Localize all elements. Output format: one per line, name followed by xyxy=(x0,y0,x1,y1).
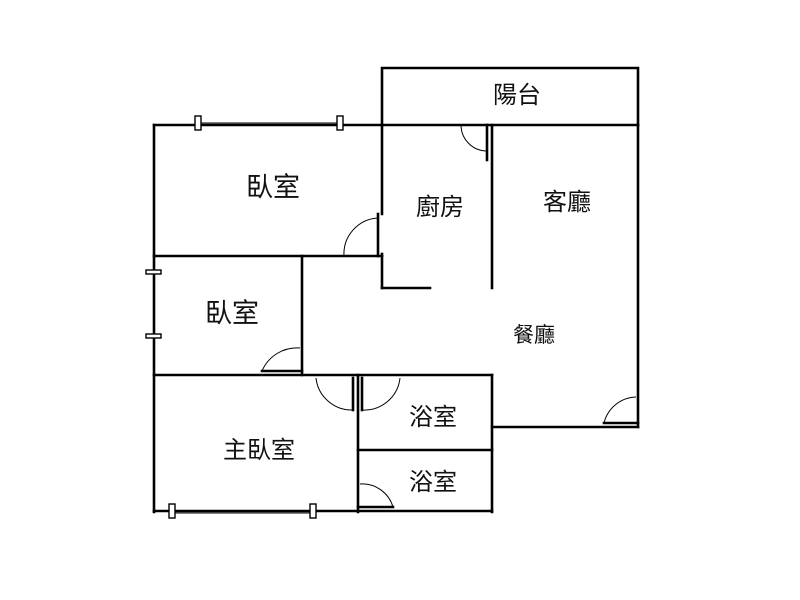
window-marker xyxy=(145,333,162,339)
door-bedroom-2 xyxy=(260,347,304,373)
window-marker xyxy=(336,115,344,131)
room-label-balcony: 陽台 xyxy=(493,81,541,109)
room-label-bedroom-2: 臥室 xyxy=(205,299,259,330)
room-label-dining-room: 餐廳 xyxy=(513,323,555,347)
window-marker xyxy=(309,503,317,519)
room-label-bathroom-2: 浴室 xyxy=(409,468,457,496)
door-bathroom-1 xyxy=(360,376,401,412)
room-label-kitchen: 廚房 xyxy=(416,193,464,221)
doors xyxy=(260,123,640,509)
room-label-living-room: 客廳 xyxy=(543,188,591,216)
door-master-bedroom xyxy=(315,376,355,412)
door-bathroom-2 xyxy=(356,483,395,509)
balcony-walls xyxy=(380,66,640,127)
windows xyxy=(145,115,344,519)
window-marker xyxy=(145,269,162,275)
door-entrance xyxy=(602,396,640,425)
door-kitchen xyxy=(460,123,489,162)
window-marker xyxy=(168,503,176,519)
exterior-walls xyxy=(152,123,640,514)
room-label-bathroom-1: 浴室 xyxy=(409,403,457,431)
door-bedroom-1 xyxy=(343,212,380,258)
room-label-master-bedroom: 主臥室 xyxy=(223,436,295,464)
window-marker xyxy=(194,115,202,131)
room-label-bedroom-1: 臥室 xyxy=(246,173,300,204)
